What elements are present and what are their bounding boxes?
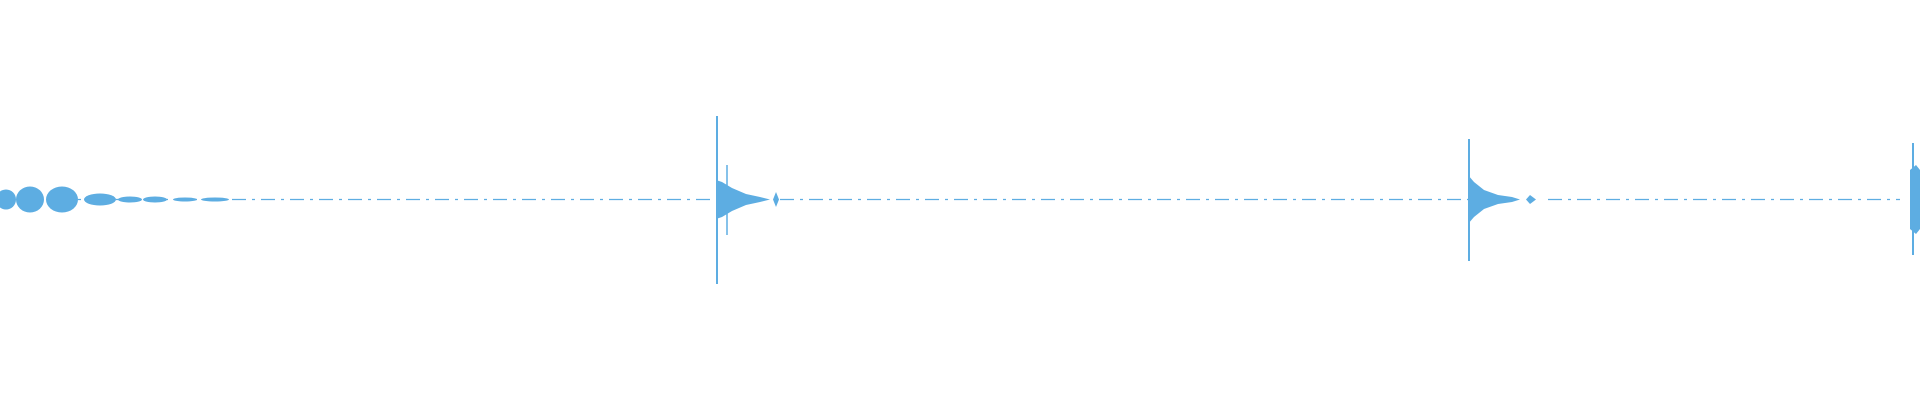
transient-3	[1910, 143, 1920, 255]
transient-2-tail	[1526, 195, 1536, 204]
transient-1	[716, 116, 779, 284]
transient-3-body	[1910, 165, 1920, 234]
transient-2	[1468, 139, 1536, 261]
lobe-3	[46, 186, 78, 213]
lobe-7	[173, 197, 197, 202]
lobe-2	[16, 186, 44, 213]
transient-1-tail	[773, 192, 779, 207]
transient-1-decay	[716, 180, 770, 219]
lobe-5	[118, 196, 142, 203]
lobe-8	[201, 197, 229, 202]
lobe-1	[0, 189, 16, 210]
fade-in-lobes	[0, 186, 229, 213]
lobe-6	[143, 196, 167, 203]
lobe-4	[84, 193, 116, 206]
transient-2-decay	[1468, 175, 1520, 224]
